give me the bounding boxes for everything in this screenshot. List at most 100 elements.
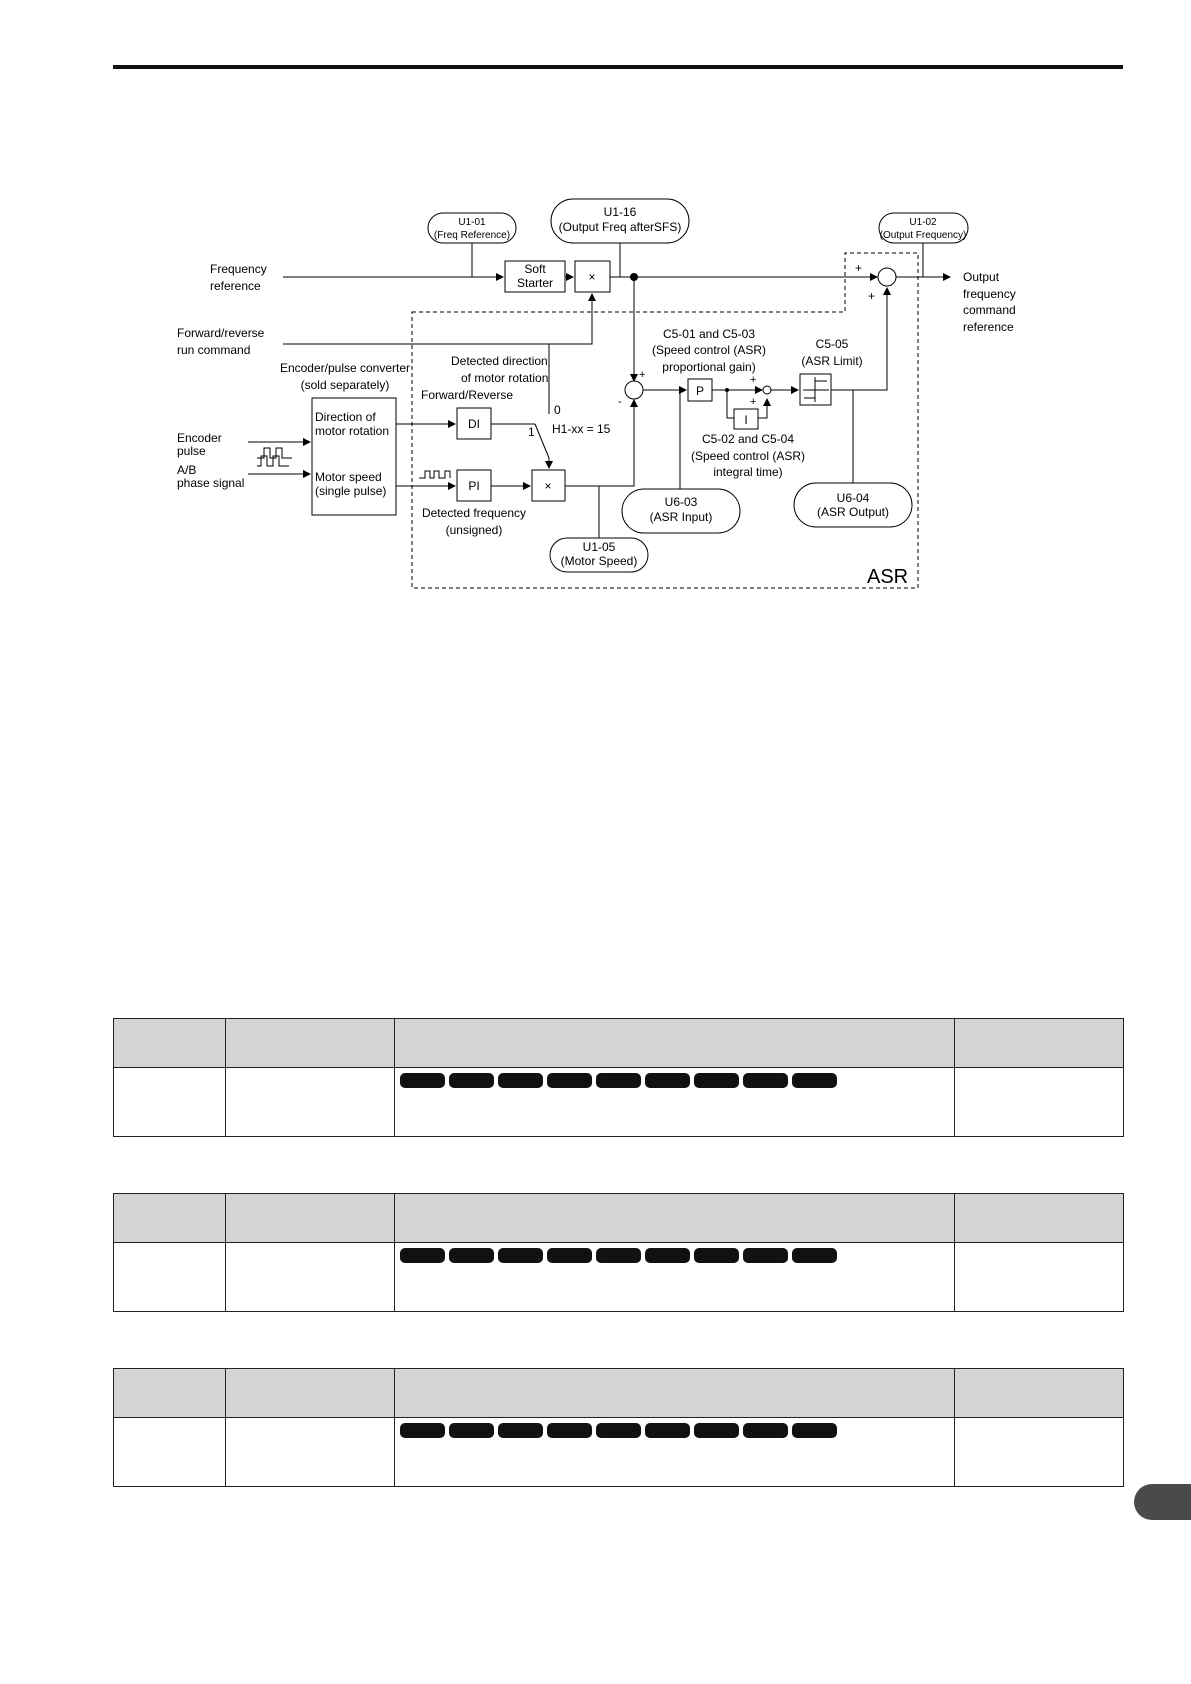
- monitor-u1-05: U1-05 (Motor Speed): [549, 537, 649, 573]
- diagram-label: Encoder: [177, 431, 222, 445]
- diagram-label: Output: [963, 270, 1000, 284]
- diagram-label: (ASR Limit): [801, 354, 862, 368]
- diagram-label: Starter: [517, 276, 553, 290]
- diagram-label: Forward/Reverse: [421, 388, 513, 402]
- redacted-badge: [645, 1073, 690, 1088]
- redacted-badge: [743, 1423, 788, 1438]
- soft-starter-block: Soft Starter: [504, 260, 566, 293]
- diagram-label: C5-02 and C5-04: [702, 432, 794, 446]
- diagram-label: (Freq Reference): [434, 230, 510, 241]
- switch-lever: [534, 423, 550, 459]
- table-cell: [954, 1242, 1124, 1312]
- diagram-label: motor rotation: [315, 424, 389, 438]
- asr-limit-block: [799, 373, 832, 406]
- chapter-tab[interactable]: [1134, 1484, 1191, 1520]
- diagram-label: (single pulse): [315, 484, 386, 498]
- diagram-label: (Motor Speed): [561, 554, 638, 568]
- diagram-label: Soft: [524, 262, 546, 276]
- diagram-label: ×: [544, 479, 551, 493]
- diagram-label: I: [744, 413, 747, 427]
- diagram-label: reference: [963, 320, 1014, 334]
- redacted-badge: [596, 1248, 641, 1263]
- monitor-u6-03: U6-03 (ASR Input): [621, 488, 741, 534]
- diagram-label: +: [750, 396, 756, 408]
- diagram-label: C5-01 and C5-03: [663, 327, 755, 341]
- header-cell: [394, 1193, 955, 1243]
- monitor-u1-16: U1-16 (Output Freq afterSFS): [550, 198, 690, 244]
- diagram-label: Encoder/pulse converter: [280, 361, 410, 375]
- redacted-badge: [449, 1423, 494, 1438]
- branch-dot: [630, 273, 638, 281]
- table-cell: [113, 1067, 226, 1137]
- diagram-label: U6-04: [837, 491, 870, 505]
- redacted-badge: [400, 1073, 445, 1088]
- diagram-label: ×: [588, 270, 595, 284]
- redacted-badge: [449, 1248, 494, 1263]
- diagram-label: P: [696, 384, 704, 398]
- header-cell: [225, 1193, 395, 1243]
- redacted-badge: [596, 1073, 641, 1088]
- redacted-badge: [498, 1073, 543, 1088]
- header-cell: [394, 1368, 955, 1418]
- diagram-label: (Speed control (ASR): [691, 449, 805, 463]
- header-cell: [954, 1368, 1124, 1418]
- diagram-label: PI: [468, 479, 479, 493]
- diagram-label: command: [963, 303, 1016, 317]
- redacted-badge: [400, 1248, 445, 1263]
- diagram-label: Detected frequency: [422, 506, 526, 520]
- header-rule: [113, 65, 1123, 69]
- monitor-u1-01: U1-01 (Freq Reference): [427, 212, 517, 244]
- table-cell: [113, 1417, 226, 1487]
- diagram-label: pulse: [177, 444, 206, 458]
- redacted-badge: [792, 1073, 837, 1088]
- diagram-label: of motor rotation: [461, 371, 548, 385]
- diagram-label: (unsigned): [446, 523, 503, 537]
- diagram-label: (ASR Output): [817, 505, 889, 519]
- diagram-label: -: [618, 396, 622, 408]
- table-cell: [954, 1417, 1124, 1487]
- diagram-label: +: [855, 261, 862, 275]
- redacted-badge: [547, 1248, 592, 1263]
- diagram-label: U1-05: [583, 540, 616, 554]
- multiplier-block-top: ×: [574, 260, 611, 293]
- single-pulse-wave: [419, 470, 451, 479]
- header-cell: [954, 1193, 1124, 1243]
- asr-label: ASR: [867, 566, 908, 588]
- header-cell: [225, 1018, 395, 1068]
- diagram-label: Frequency: [210, 262, 267, 276]
- header-cell: [113, 1018, 226, 1068]
- redacted-badge: [792, 1423, 837, 1438]
- redacted-badges-cell: [394, 1417, 955, 1487]
- diagram-label: U1-16: [604, 205, 637, 219]
- diagram-label: 1: [528, 425, 535, 439]
- redacted-badge: [547, 1423, 592, 1438]
- i-integral-block: I: [733, 408, 759, 430]
- multiplier-block-bottom: ×: [531, 469, 566, 502]
- redacted-badge: [694, 1073, 739, 1088]
- diagram-label: Detected direction: [451, 354, 548, 368]
- parameter-table-1: [113, 1018, 1124, 1137]
- parameter-table-2: [113, 1193, 1124, 1312]
- diagram-label: (ASR Input): [650, 510, 713, 524]
- redacted-badge: [645, 1248, 690, 1263]
- diagram-label: frequency: [963, 287, 1016, 301]
- monitor-u6-04: U6-04 (ASR Output): [793, 482, 913, 528]
- pi-block: PI: [456, 469, 492, 502]
- asr-summing-junction: [624, 380, 644, 400]
- parameter-table-3: [113, 1368, 1124, 1487]
- diagram-label: (Output Freq afterSFS): [559, 220, 682, 234]
- table-cell: [954, 1067, 1124, 1137]
- diagram-label: +: [639, 369, 645, 381]
- encoder-pulse-converter-block: Direction of motor rotation Motor speed …: [311, 397, 397, 516]
- diagram-label: run command: [177, 343, 250, 357]
- diagram-label: U1-02: [909, 217, 937, 228]
- redacted-badge: [498, 1248, 543, 1263]
- redacted-badge: [498, 1423, 543, 1438]
- diagram-label: (Speed control (ASR): [652, 343, 766, 357]
- diagram-label: +: [868, 289, 875, 303]
- header-cell: [113, 1368, 226, 1418]
- monitor-u1-02: U1-02 (Output Frequency): [878, 212, 969, 244]
- diagram-label: proportional gain): [662, 360, 755, 374]
- redacted-badge: [547, 1073, 592, 1088]
- di-block: DI: [456, 407, 492, 440]
